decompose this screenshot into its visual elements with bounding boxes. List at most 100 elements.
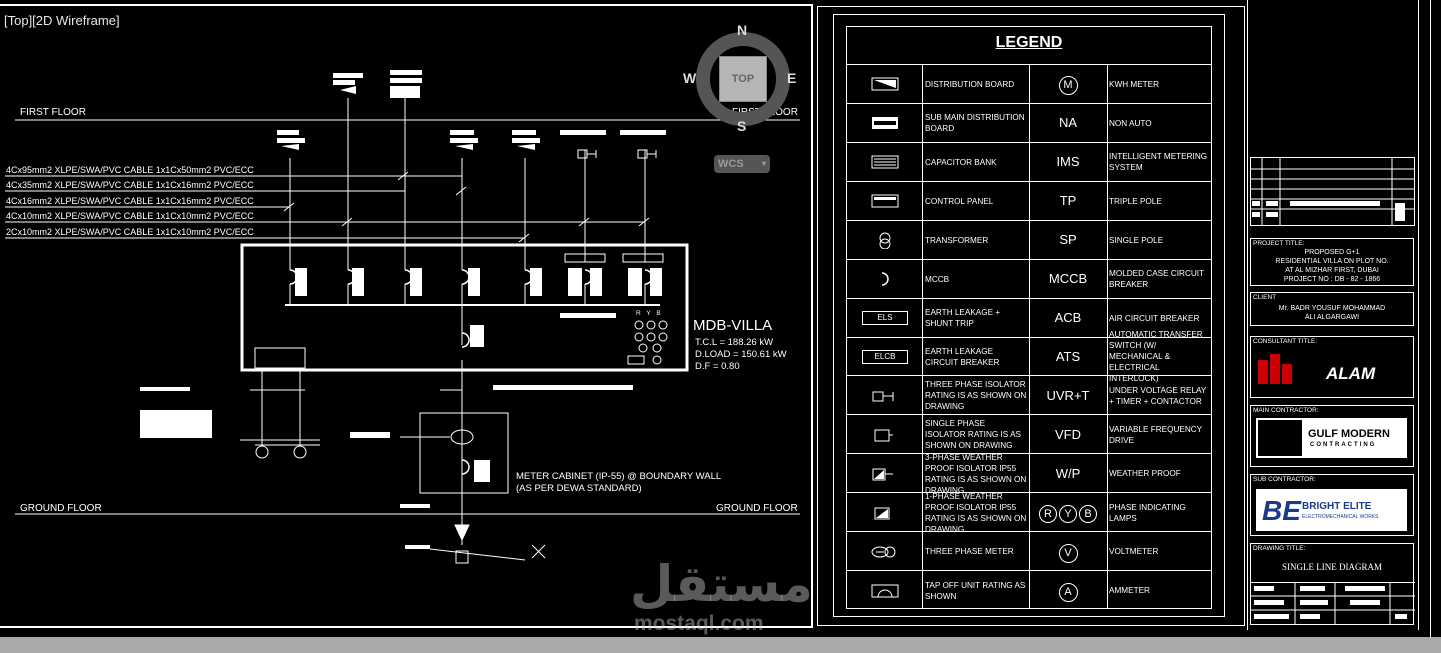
compass-east[interactable]: E [787, 70, 797, 86]
sheet-outer-border [1247, 0, 1419, 630]
revision-table [1250, 157, 1415, 226]
project-title-line: PROPOSED G+1 [1304, 249, 1360, 256]
sub-contractor-name: BRIGHT ELITE [1302, 501, 1372, 512]
drawing-title-box [1250, 543, 1414, 625]
ucs-menu[interactable]: WCS ▾ [714, 155, 770, 173]
drawing-title: SINGLE LINE DIAGRAM [1282, 562, 1382, 572]
meter-cabinet-label: METER CABINET (IP-55) @ BOUNDARY WALL [516, 471, 722, 482]
legend-right-description: KWH METER [1109, 79, 1160, 89]
mdb-tcl: T.C.L = 188.26 kW [695, 337, 774, 348]
cable-label: 2Cx10mm2 XLPE/SWA/PVC CABLE 1x1Cx10mm2 P… [6, 227, 254, 237]
client-label: CLIENT [1253, 294, 1277, 301]
cable-label: 4Cx95mm2 XLPE/SWA/PVC CABLE 1x1Cx50mm2 P… [6, 165, 254, 175]
legend-right-description: VOLTMETER [1109, 547, 1159, 557]
sub-contractor-logo: BE BRIGHT ELITE ELECTROMECHANICAL WORKS [1256, 489, 1407, 531]
single-phase-isolator-icon [870, 426, 900, 444]
client-box [1250, 292, 1414, 326]
mdb-df: D.F = 0.80 [695, 361, 740, 372]
legend-right-description: WEATHER PROOF [1109, 469, 1181, 479]
compass-south[interactable]: S [737, 118, 747, 134]
wp-3ph-isolator-icon [870, 465, 900, 483]
consultant-logo-text: ALAM [1326, 364, 1376, 383]
legend-right-description: AMMETER [1109, 586, 1150, 596]
legend-right-description: INTELLIGENT METERING SYSTEM [1109, 152, 1208, 173]
compass-north[interactable]: N [737, 22, 748, 38]
project-title-line: PROJECT NO : DB - 82 - 1866 [1283, 276, 1381, 283]
svg-text:BE: BE [1262, 495, 1302, 526]
legend-inner-border [833, 14, 1225, 617]
legend-left-description: 3-PHASE WEATHER PROOF ISOLATOR IP55 RATI… [925, 452, 1027, 495]
watermark-arabic: مستقل [630, 555, 813, 613]
project-title-line: RESIDENTIAL VILLA ON PLOT NO. [1275, 258, 1389, 265]
consultant-label: CONSULTANT TITLE: [1253, 338, 1318, 345]
consultant-logo: ALAM [1256, 348, 1396, 394]
legend-row: THREE PHASE ISOLATOR RATING IS AS SHOWN … [846, 375, 1212, 415]
legend-right-description: NON AUTO [1109, 118, 1152, 128]
legend-left-description: EARTH LEAKAGE + SHUNT TRIP [925, 308, 1001, 329]
cable-label: 4Cx10mm2 XLPE/SWA/PVC CABLE 1x1Cx10mm2 P… [6, 211, 254, 221]
project-title-line: AT AL MIZHAR FIRST, DUBAI [1285, 267, 1379, 274]
legend-right-description: AIR CIRCUIT BREAKER [1109, 313, 1200, 323]
legend-abbreviation: UVR+T [1046, 387, 1090, 403]
sub-contractor-box [1250, 474, 1414, 536]
consultant-box [1250, 336, 1414, 398]
first-floor-label-left: FIRST FLOOR [20, 107, 86, 118]
viewcube-top-face[interactable]: TOP [719, 56, 767, 102]
phase-lamp-icon: Y [1059, 504, 1077, 523]
legend-left-description: EARTH LEAKAGE CIRCUIT BREAKER [925, 346, 1000, 367]
elcb-icon: ELCB [862, 349, 908, 364]
three-phase-meter-icon [870, 543, 900, 561]
legend-left-description: CONTROL PANEL [925, 196, 994, 206]
cable-label: 4Cx35mm2 XLPE/SWA/PVC CABLE 1x1Cx16mm2 P… [6, 180, 254, 190]
capacitor-bank-icon [870, 153, 900, 171]
main-contractor-box [1250, 405, 1414, 467]
legend-left-description: CAPACITOR BANK [925, 157, 997, 167]
legend-sheet-border [817, 6, 1245, 626]
legend-right-description: MOLDED CASE CIRCUIT BREAKER [1109, 269, 1204, 290]
model-space-frame [0, 4, 813, 628]
circled-symbol-icon: M [1058, 76, 1078, 96]
project-title-box [1250, 238, 1414, 286]
viewcube[interactable]: TOP N S W E [683, 22, 797, 142]
phase-lamp-icon: B [1079, 504, 1097, 523]
compass-west[interactable]: W [683, 70, 697, 86]
chevron-down-icon: ▾ [761, 159, 766, 168]
legend-row: 1-PHASE WEATHER PROOF ISOLATOR IP55 RATI… [846, 492, 1212, 534]
phase-lamp-icon: R [1039, 504, 1057, 523]
three-phase-isolator-icon [870, 387, 900, 405]
legend-right-description: VARIABLE FREQUENCY DRIVE [1109, 424, 1202, 445]
sub-contractor-sub: ELECTROMECHANICAL WORKS [1302, 514, 1379, 520]
legend-right-description: UNDER VOLTAGE RELAY + TIMER + CONTACTOR [1109, 385, 1207, 406]
main-contractor-label: MAIN CONTRACTOR: [1253, 407, 1319, 414]
mccb-icon [870, 270, 900, 288]
legend-abbreviation: M [1030, 76, 1106, 96]
mdb-dload: D.LOAD = 150.61 kW [695, 349, 787, 360]
distribution-board-icon [870, 75, 900, 93]
legend-abbreviation: VFD [1055, 426, 1081, 442]
watermark-latin: mostaql.com [634, 612, 764, 635]
control-panel-icon [870, 192, 900, 210]
legend-left-description: TRANSFORMER [925, 235, 989, 245]
sheet-right-edge [1430, 0, 1431, 640]
sub-contractor-label: SUB CONTRACTOR: [1253, 476, 1316, 483]
legend-right-description: PHASE INDICATING LAMPS [1109, 502, 1186, 523]
legend-abbreviation: V [1030, 543, 1106, 563]
circled-symbol-icon: A [1058, 582, 1078, 602]
legend-left-description: THREE PHASE ISOLATOR RATING IS AS SHOWN … [925, 380, 1027, 412]
client-line: ALI ALGARGAWI [1304, 314, 1360, 321]
viewcube-ring [696, 32, 790, 126]
viewport-label[interactable]: [Top][2D Wireframe] [4, 13, 120, 28]
mdb-phase-letters: R Y B [636, 310, 663, 317]
cable-label: 4Cx16mm2 XLPE/SWA/PVC CABLE 1x1Cx16mm2 P… [6, 196, 254, 206]
tap-off-unit-icon [870, 582, 900, 600]
legend-abbreviation: ACB [1054, 310, 1082, 326]
